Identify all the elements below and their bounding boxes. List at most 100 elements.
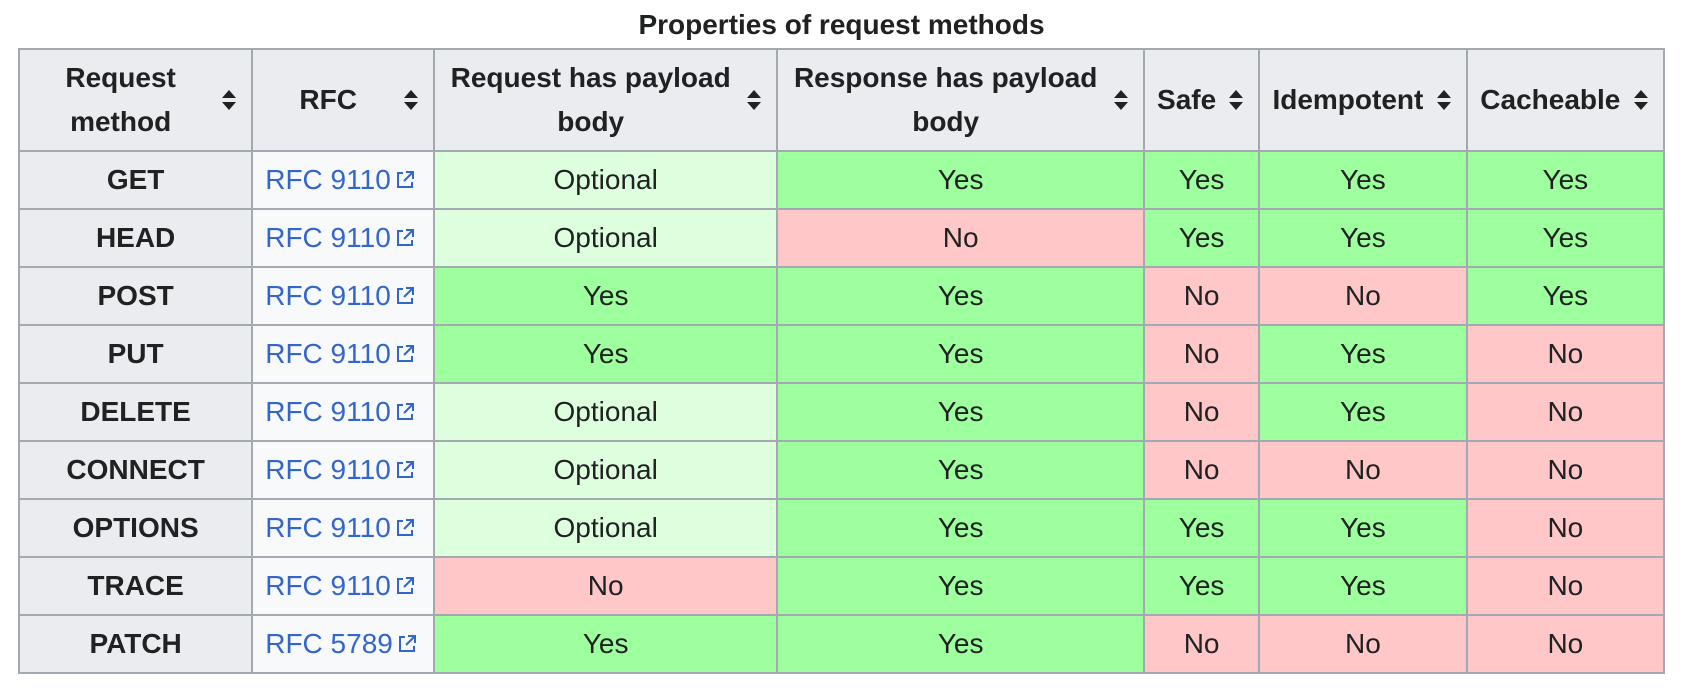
external-link-icon [394,270,416,304]
sort-icon[interactable] [1436,89,1452,111]
safe-cell: Yes [1143,150,1261,210]
external-link-icon [394,560,416,594]
cell-value: No [1183,396,1220,427]
rfc-cell: RFC 9110 [251,556,436,616]
column-header-label: Safe [1157,84,1217,115]
response-body-cell: Yes [776,382,1146,442]
request-methods-table: Request method RFC Request has payload bod… [17,48,1666,674]
rfc-link[interactable]: RFC 9110 [265,338,416,369]
rfc-link[interactable]: RFC 9110 [265,512,416,543]
sort-icon[interactable] [1113,89,1129,111]
table-row: TRACE RFC 9110 No Yes Yes Yes No [17,556,1666,616]
idempotent-cell: No [1258,614,1468,674]
column-header-rfc[interactable]: RFC [251,48,436,152]
cell-value: Yes [1178,570,1225,601]
rfc-cell: RFC 9110 [251,266,436,326]
rfc-link-text: RFC 5789 [265,628,393,659]
sort-icon[interactable] [221,89,237,111]
column-header-idempotent[interactable]: Idempotent [1258,48,1468,152]
safe-cell: No [1143,614,1261,674]
cell-value: Yes [1340,512,1386,543]
idempotent-cell: No [1258,440,1468,500]
request-body-cell: Optional [433,150,779,210]
cell-value: Yes [937,280,984,311]
method-label: CONNECT [66,454,205,485]
cell-value: No [587,570,624,601]
sort-icon[interactable] [403,89,419,111]
table-caption: Properties of request methods [638,9,1045,40]
sort-icon[interactable] [1633,89,1649,111]
cell-value: Yes [937,512,984,543]
rfc-cell: RFC 9110 [251,150,436,210]
rfc-link[interactable]: RFC 9110 [265,454,416,485]
method-label: TRACE [87,570,184,601]
cell-value: Yes [1178,512,1225,543]
request-body-cell: Yes [433,324,779,384]
cell-value: No [1547,628,1584,659]
cell-value: Yes [1178,164,1225,195]
column-header-label: Cacheable [1480,84,1621,115]
rfc-link[interactable]: RFC 9110 [265,280,416,311]
method-label: DELETE [80,396,191,427]
method-cell: POST [17,266,254,326]
rfc-link-text: RFC 9110 [265,222,391,253]
cell-value: Optional [553,222,658,253]
rfc-cell: RFC 5789 [251,614,436,674]
cell-value: No [1183,338,1220,369]
method-cell: GET [17,150,254,210]
sort-icon[interactable] [1228,89,1244,111]
response-body-cell: Yes [776,324,1146,384]
idempotent-cell: Yes [1258,556,1468,616]
column-header-response_body[interactable]: Response has payload body [776,48,1146,152]
sort-icon[interactable] [746,89,762,111]
column-header-safe[interactable]: Safe [1143,48,1261,152]
rfc-cell: RFC 9110 [251,208,436,268]
method-cell: CONNECT [17,440,254,500]
cell-value: Yes [937,164,984,195]
column-header-label: RFC [299,84,357,115]
response-body-cell: Yes [776,614,1146,674]
request-body-cell: Yes [433,614,779,674]
rfc-link[interactable]: RFC 9110 [265,164,416,195]
column-header-request_body[interactable]: Request has payload body [433,48,779,152]
table-wrapper: Properties of request methods Request me… [17,0,1666,674]
cell-value: Yes [1542,222,1589,253]
cell-value: Yes [1340,570,1386,601]
rfc-link-text: RFC 9110 [265,396,391,427]
cacheable-cell: No [1465,324,1666,384]
rfc-link[interactable]: RFC 9110 [265,222,416,253]
response-body-cell: No [776,208,1146,268]
rfc-link[interactable]: RFC 9110 [265,396,416,427]
column-header-cacheable[interactable]: Cacheable [1465,48,1666,152]
rfc-cell: RFC 9110 [251,498,436,558]
cell-value: Yes [1340,338,1386,369]
method-label: PUT [107,338,164,369]
method-cell: OPTIONS [17,498,254,558]
cell-value: No [1183,280,1220,311]
cacheable-cell: Yes [1465,266,1666,326]
column-header-method[interactable]: Request method [17,48,254,152]
request-body-cell: No [433,556,779,616]
cell-value: Yes [1178,222,1225,253]
external-link-icon [394,386,416,420]
cell-value: Optional [553,512,658,543]
cell-value: Yes [937,570,984,601]
external-link-icon [394,212,416,246]
response-body-cell: Yes [776,150,1146,210]
cell-value: Yes [937,454,984,485]
cell-value: No [1547,570,1584,601]
cell-value: Yes [1340,396,1386,427]
method-label: GET [106,164,165,195]
request-body-cell: Optional [433,382,779,442]
rfc-cell: RFC 9110 [251,440,436,500]
rfc-link[interactable]: RFC 5789 [265,628,418,659]
cell-value: Optional [553,454,658,485]
safe-cell: Yes [1143,556,1261,616]
rfc-link[interactable]: RFC 9110 [265,570,416,601]
idempotent-cell: Yes [1258,208,1468,268]
